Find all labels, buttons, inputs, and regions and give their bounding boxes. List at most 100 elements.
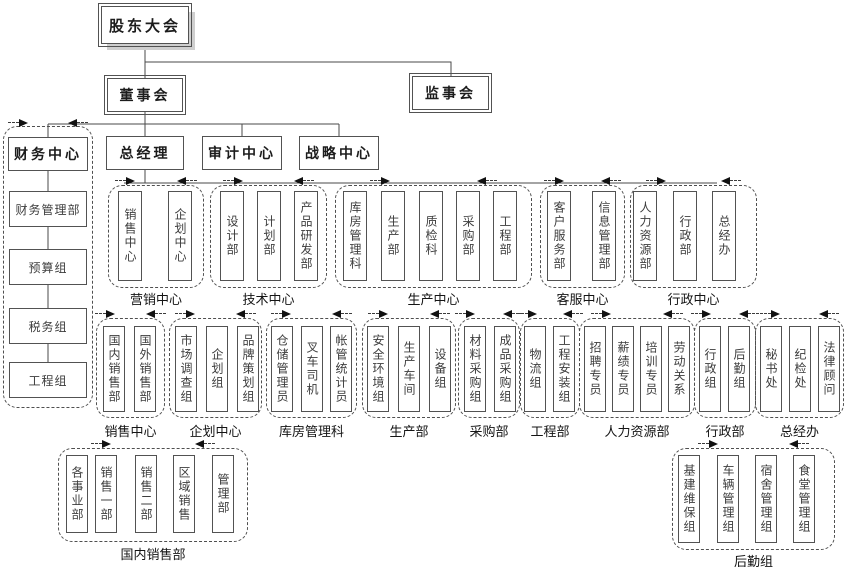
administration-center-flow-arrow-right-icon xyxy=(646,176,666,185)
customer-service-center-flow-arrow-right-icon xyxy=(544,176,564,185)
finance-member-2: 税务组 xyxy=(9,308,87,344)
production-dept-flow-arrow-left-icon xyxy=(430,309,450,318)
finance-center-flow-arrow-right-icon xyxy=(8,118,28,127)
production-dept-member-1: 生产车间 xyxy=(398,326,420,412)
rear-logistics-group-label: 后勤组 xyxy=(733,554,773,567)
administration-center-label: 行政中心 xyxy=(667,292,720,307)
administration-center-member-2: 总经办 xyxy=(712,191,736,281)
domestic-sales-dept-member-4: 管理部 xyxy=(212,455,234,533)
hr-dept-member-2: 培训专员 xyxy=(640,326,662,412)
production-dept-container xyxy=(362,318,456,418)
planning-center-member-1: 企划组 xyxy=(206,326,228,412)
marketing-center-label: 营销中心 xyxy=(129,292,182,307)
rear-logistics-group-member-1: 车辆管理组 xyxy=(717,455,739,543)
general-manager-label: 总经理 xyxy=(119,145,171,161)
rear-logistics-group-member-2: 宿舍管理组 xyxy=(755,455,777,543)
rear-logistics-group-container xyxy=(672,448,835,550)
domestic-sales-dept-member-2: 销售二部 xyxy=(135,455,157,533)
admin-dept-flow-arrow-right-icon xyxy=(691,309,711,318)
administration-center-container xyxy=(630,185,757,288)
purchasing-dept-member-1: 成品采购组 xyxy=(494,326,516,412)
sales-center-flow-arrow-right-icon xyxy=(95,309,115,318)
engineering-dept-member-1: 工程安装组 xyxy=(553,326,575,412)
admin-dept-label: 行政部 xyxy=(705,424,745,439)
technology-center-member-2: 产品研发部 xyxy=(294,191,318,281)
warehouse-management-section-member-0: 仓储管理员 xyxy=(271,326,293,412)
finance-member-0: 财务管理部 xyxy=(9,191,87,227)
sales-center-label: 销售中心 xyxy=(104,424,157,439)
sales-center-member-0: 国内销售部 xyxy=(103,326,125,412)
hr-dept-member-0: 招聘专员 xyxy=(584,326,606,412)
customer-service-center-member-1: 信息管理部 xyxy=(592,191,616,281)
finance-center-flow-arrow-left-icon xyxy=(68,118,88,127)
supervisory-board-label: 监事会 xyxy=(425,85,476,101)
production-dept-member-0: 安全环境组 xyxy=(367,326,389,412)
admin-dept-member-1: 后勤组 xyxy=(728,326,750,412)
audit-center-box: 审计中心 xyxy=(202,136,282,170)
planning-center-flow-arrow-right-icon xyxy=(175,309,195,318)
rear-logistics-group-member-0: 基建维保组 xyxy=(678,455,700,543)
purchasing-dept-flow-arrow-right-icon xyxy=(455,309,475,318)
hr-dept-label: 人力资源部 xyxy=(604,424,670,439)
production-center-member-1: 生产部 xyxy=(381,191,405,281)
general-manager-box: 总经理 xyxy=(106,136,184,170)
sales-center-container xyxy=(96,318,165,418)
rear-logistics-group-flow-arrow-right-icon xyxy=(698,439,718,448)
sales-center-flow-arrow-left-icon xyxy=(146,309,166,318)
engineering-dept-member-0: 物流组 xyxy=(524,326,546,412)
technology-center-member-1: 计划部 xyxy=(257,191,281,281)
admin-dept-member-0: 行政组 xyxy=(699,326,721,412)
shareholders-meeting-box: 股东大会 xyxy=(98,3,192,47)
warehouse-management-section-member-1: 叉车司机 xyxy=(301,326,323,412)
technology-center-flow-arrow-right-icon xyxy=(223,176,243,185)
marketing-center-flow-arrow-left-icon xyxy=(177,176,197,185)
planning-center-member-2: 品牌策划组 xyxy=(237,326,259,412)
planning-center-flow-arrow-left-icon xyxy=(236,309,256,318)
sales-center-member-1: 国外销售部 xyxy=(134,326,156,412)
shareholders-meeting-label: 股东大会 xyxy=(108,17,181,35)
hr-dept-flow-arrow-right-icon xyxy=(591,309,611,318)
rear-logistics-group-flow-arrow-left-icon xyxy=(789,439,809,448)
purchasing-dept-label: 采购部 xyxy=(469,424,509,439)
hr-dept-flow-arrow-left-icon xyxy=(663,309,683,318)
technology-center-member-0: 设计部 xyxy=(220,191,244,281)
planning-center-container xyxy=(169,318,262,418)
domestic-sales-dept-member-0: 各事业部 xyxy=(66,455,88,533)
gm-office-member-1: 纪检处 xyxy=(789,326,811,412)
supervisory-board-box: 监事会 xyxy=(409,73,492,113)
marketing-center-member-1: 企划中心 xyxy=(168,191,192,281)
production-center-member-3: 采购部 xyxy=(456,191,480,281)
production-center-member-2: 质检科 xyxy=(419,191,443,281)
administration-center-member-0: 人力资源部 xyxy=(633,191,657,281)
engineering-dept-flow-arrow-right-icon xyxy=(517,309,537,318)
production-dept-flow-arrow-right-icon xyxy=(368,309,388,318)
finance-member-3: 工程组 xyxy=(9,362,87,398)
production-dept-label: 生产部 xyxy=(389,424,429,439)
warehouse-management-section-container xyxy=(266,318,357,418)
production-center-member-4: 工程部 xyxy=(493,191,517,281)
domestic-sales-dept-flow-arrow-left-icon xyxy=(195,439,215,448)
domestic-sales-dept-member-1: 销售一部 xyxy=(95,455,117,533)
board-of-directors-box: 董事会 xyxy=(104,75,186,115)
production-center-container xyxy=(335,185,532,288)
warehouse-management-section-flow-arrow-left-icon xyxy=(332,309,352,318)
production-center-flow-arrow-left-icon xyxy=(477,176,497,185)
gm-office-flow-arrow-left-icon xyxy=(819,309,839,318)
finance-center-box: 财务中心 xyxy=(8,137,88,171)
customer-service-center-container xyxy=(540,185,625,288)
strategy-center-label: 战略中心 xyxy=(305,145,373,161)
rear-logistics-group-member-3: 食堂管理组 xyxy=(793,455,815,543)
admin-dept-flow-arrow-left-icon xyxy=(739,309,759,318)
purchasing-dept-member-0: 材料采购组 xyxy=(464,326,486,412)
warehouse-management-section-label: 库房管理科 xyxy=(278,424,344,439)
gm-office-flow-arrow-right-icon xyxy=(760,309,780,318)
gm-office-member-0: 秘书处 xyxy=(760,326,782,412)
finance-member-1: 预算组 xyxy=(9,249,87,285)
warehouse-management-section-member-2: 帐管统计员 xyxy=(330,326,352,412)
planning-center-label: 企划中心 xyxy=(189,424,242,439)
customer-service-center-member-0: 客户服务部 xyxy=(547,191,571,281)
administration-center-flow-arrow-left-icon xyxy=(721,176,741,185)
engineering-dept-label: 工程部 xyxy=(530,424,570,439)
planning-center-member-0: 市场调查组 xyxy=(175,326,197,412)
